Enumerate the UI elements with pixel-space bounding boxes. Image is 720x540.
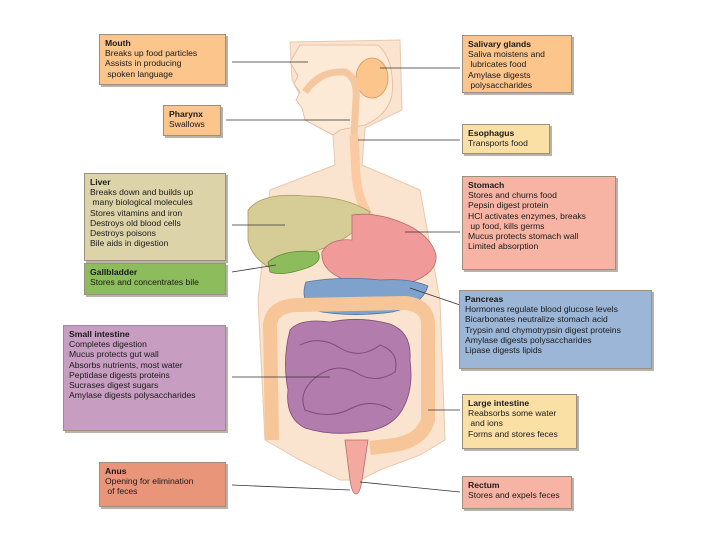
leader-rectum bbox=[359, 481, 461, 493]
large-intestine-title: Large intestine bbox=[468, 398, 530, 408]
pancreas-line: Bicarbonates neutralize stomach acid bbox=[465, 314, 608, 325]
leader-gallbladder bbox=[231, 264, 277, 273]
mouth-title: Mouth bbox=[105, 38, 131, 48]
rectum-title: Rectum bbox=[468, 480, 500, 490]
liver-title: Liver bbox=[90, 177, 111, 187]
liver-box: Liver Breaks down and builds up many bio… bbox=[84, 173, 226, 261]
pancreas-line: Hormones regulate blood glucose levels bbox=[465, 304, 618, 315]
liver-line: Destroys old blood cells bbox=[90, 217, 181, 228]
small-intestine-shape bbox=[285, 319, 412, 434]
anus-line: of feces bbox=[105, 486, 138, 497]
anus-title: Anus bbox=[105, 466, 127, 476]
esophagus-title: Esophagus bbox=[468, 128, 515, 138]
small-intestine-coils bbox=[299, 340, 397, 415]
salivary-line: lubricates food bbox=[468, 59, 527, 70]
small-intestine-box: Small intestine Completes digestion Mucu… bbox=[63, 325, 226, 431]
pancreas-title: Pancreas bbox=[465, 294, 504, 304]
leader-anus bbox=[231, 484, 351, 491]
gallbladder-box: Gallbladder Stores and concentrates bile bbox=[84, 263, 226, 295]
gallbladder-title: Gallbladder bbox=[90, 267, 138, 277]
pharynx-line: Swallows bbox=[169, 119, 205, 130]
stomach-line: Mucus protects stomach wall bbox=[468, 231, 579, 242]
small-intestine-line: Absorbs nutrients, most water bbox=[69, 359, 183, 370]
small-intestine-line: Amylase digests polysaccharides bbox=[69, 390, 196, 401]
pancreas-line: Amylase digests polysaccharides bbox=[465, 334, 592, 345]
stomach-line: Pepsin digest protein bbox=[468, 200, 549, 211]
leader-pancreas bbox=[409, 287, 461, 306]
anus-line: Opening for elimination bbox=[105, 476, 194, 487]
large-intestine-box: Large intestine Reabsorbs some water and… bbox=[462, 394, 577, 449]
gallbladder-line: Stores and concentrates bile bbox=[90, 277, 199, 288]
large-intestine-shape bbox=[262, 295, 435, 455]
rectum-shape bbox=[344, 439, 369, 495]
liver-line: many biological molecules bbox=[90, 197, 193, 208]
gallbladder-shape bbox=[267, 250, 320, 274]
mouth-line: spoken language bbox=[105, 68, 173, 79]
pharynx-box: Pharynx Swallows bbox=[163, 105, 221, 136]
liver-line: Breaks down and builds up bbox=[90, 187, 194, 198]
liver-line: Stores vitamins and iron bbox=[90, 207, 183, 218]
large-intestine-line: and ions bbox=[468, 418, 503, 429]
liver-line: Destroys poisons bbox=[90, 228, 156, 239]
salivary-line: polysaccharides bbox=[468, 79, 533, 90]
pharynx-title: Pharynx bbox=[169, 109, 203, 119]
large-intestine-line: Forms and stores feces bbox=[468, 428, 558, 439]
large-intestine-line: Reabsorbs some water bbox=[468, 408, 557, 419]
small-intestine-line: Peptidase digests proteins bbox=[69, 369, 170, 380]
salivary-title: Salivary glands bbox=[468, 39, 532, 49]
liver-line: Bile aids in digestion bbox=[90, 238, 169, 249]
stomach-line: Limited absorption bbox=[468, 241, 539, 252]
stomach-title: Stomach bbox=[468, 180, 505, 190]
esophagus-box: Esophagus Transports food bbox=[462, 124, 550, 154]
stomach-line: up food, kills germs bbox=[468, 220, 545, 231]
small-intestine-title: Small intestine bbox=[69, 329, 130, 339]
salivary-gland-shape bbox=[355, 57, 389, 99]
small-intestine-line: Mucus protects gut wall bbox=[69, 349, 159, 360]
pancreas-line: Trypsin and chymotrypsin digest proteins bbox=[465, 324, 621, 335]
mouth-line: Assists in producing bbox=[105, 58, 182, 69]
stomach-line: HCl activates enzymes, breaks bbox=[468, 210, 586, 221]
mouth-box: Mouth Breaks up food particles Assists i… bbox=[99, 34, 226, 85]
pancreas-line: Lipase digests lipids bbox=[465, 345, 542, 356]
small-intestine-line: Completes digestion bbox=[69, 339, 147, 350]
mouth-line: Breaks up food particles bbox=[105, 48, 198, 59]
anus-box: Anus Opening for elimination of feces bbox=[99, 462, 226, 507]
salivary-line: Amylase digests bbox=[468, 69, 531, 80]
salivary-glands-box: Salivary glands Saliva moistens and lubr… bbox=[462, 35, 572, 93]
small-intestine-line: Sucrases digest sugars bbox=[69, 380, 159, 391]
rectum-line: Stores and expels feces bbox=[468, 490, 560, 501]
stomach-box: Stomach Stores and churns food Pepsin di… bbox=[462, 176, 616, 270]
salivary-line: Saliva moistens and bbox=[468, 49, 545, 60]
stomach-line: Stores and churns food bbox=[468, 190, 557, 201]
rectum-box: Rectum Stores and expels feces bbox=[462, 476, 572, 509]
esophagus-line: Transports food bbox=[468, 138, 528, 149]
pancreas-box: Pancreas Hormones regulate blood glucose… bbox=[459, 290, 652, 369]
pharynx-tube bbox=[302, 68, 360, 136]
